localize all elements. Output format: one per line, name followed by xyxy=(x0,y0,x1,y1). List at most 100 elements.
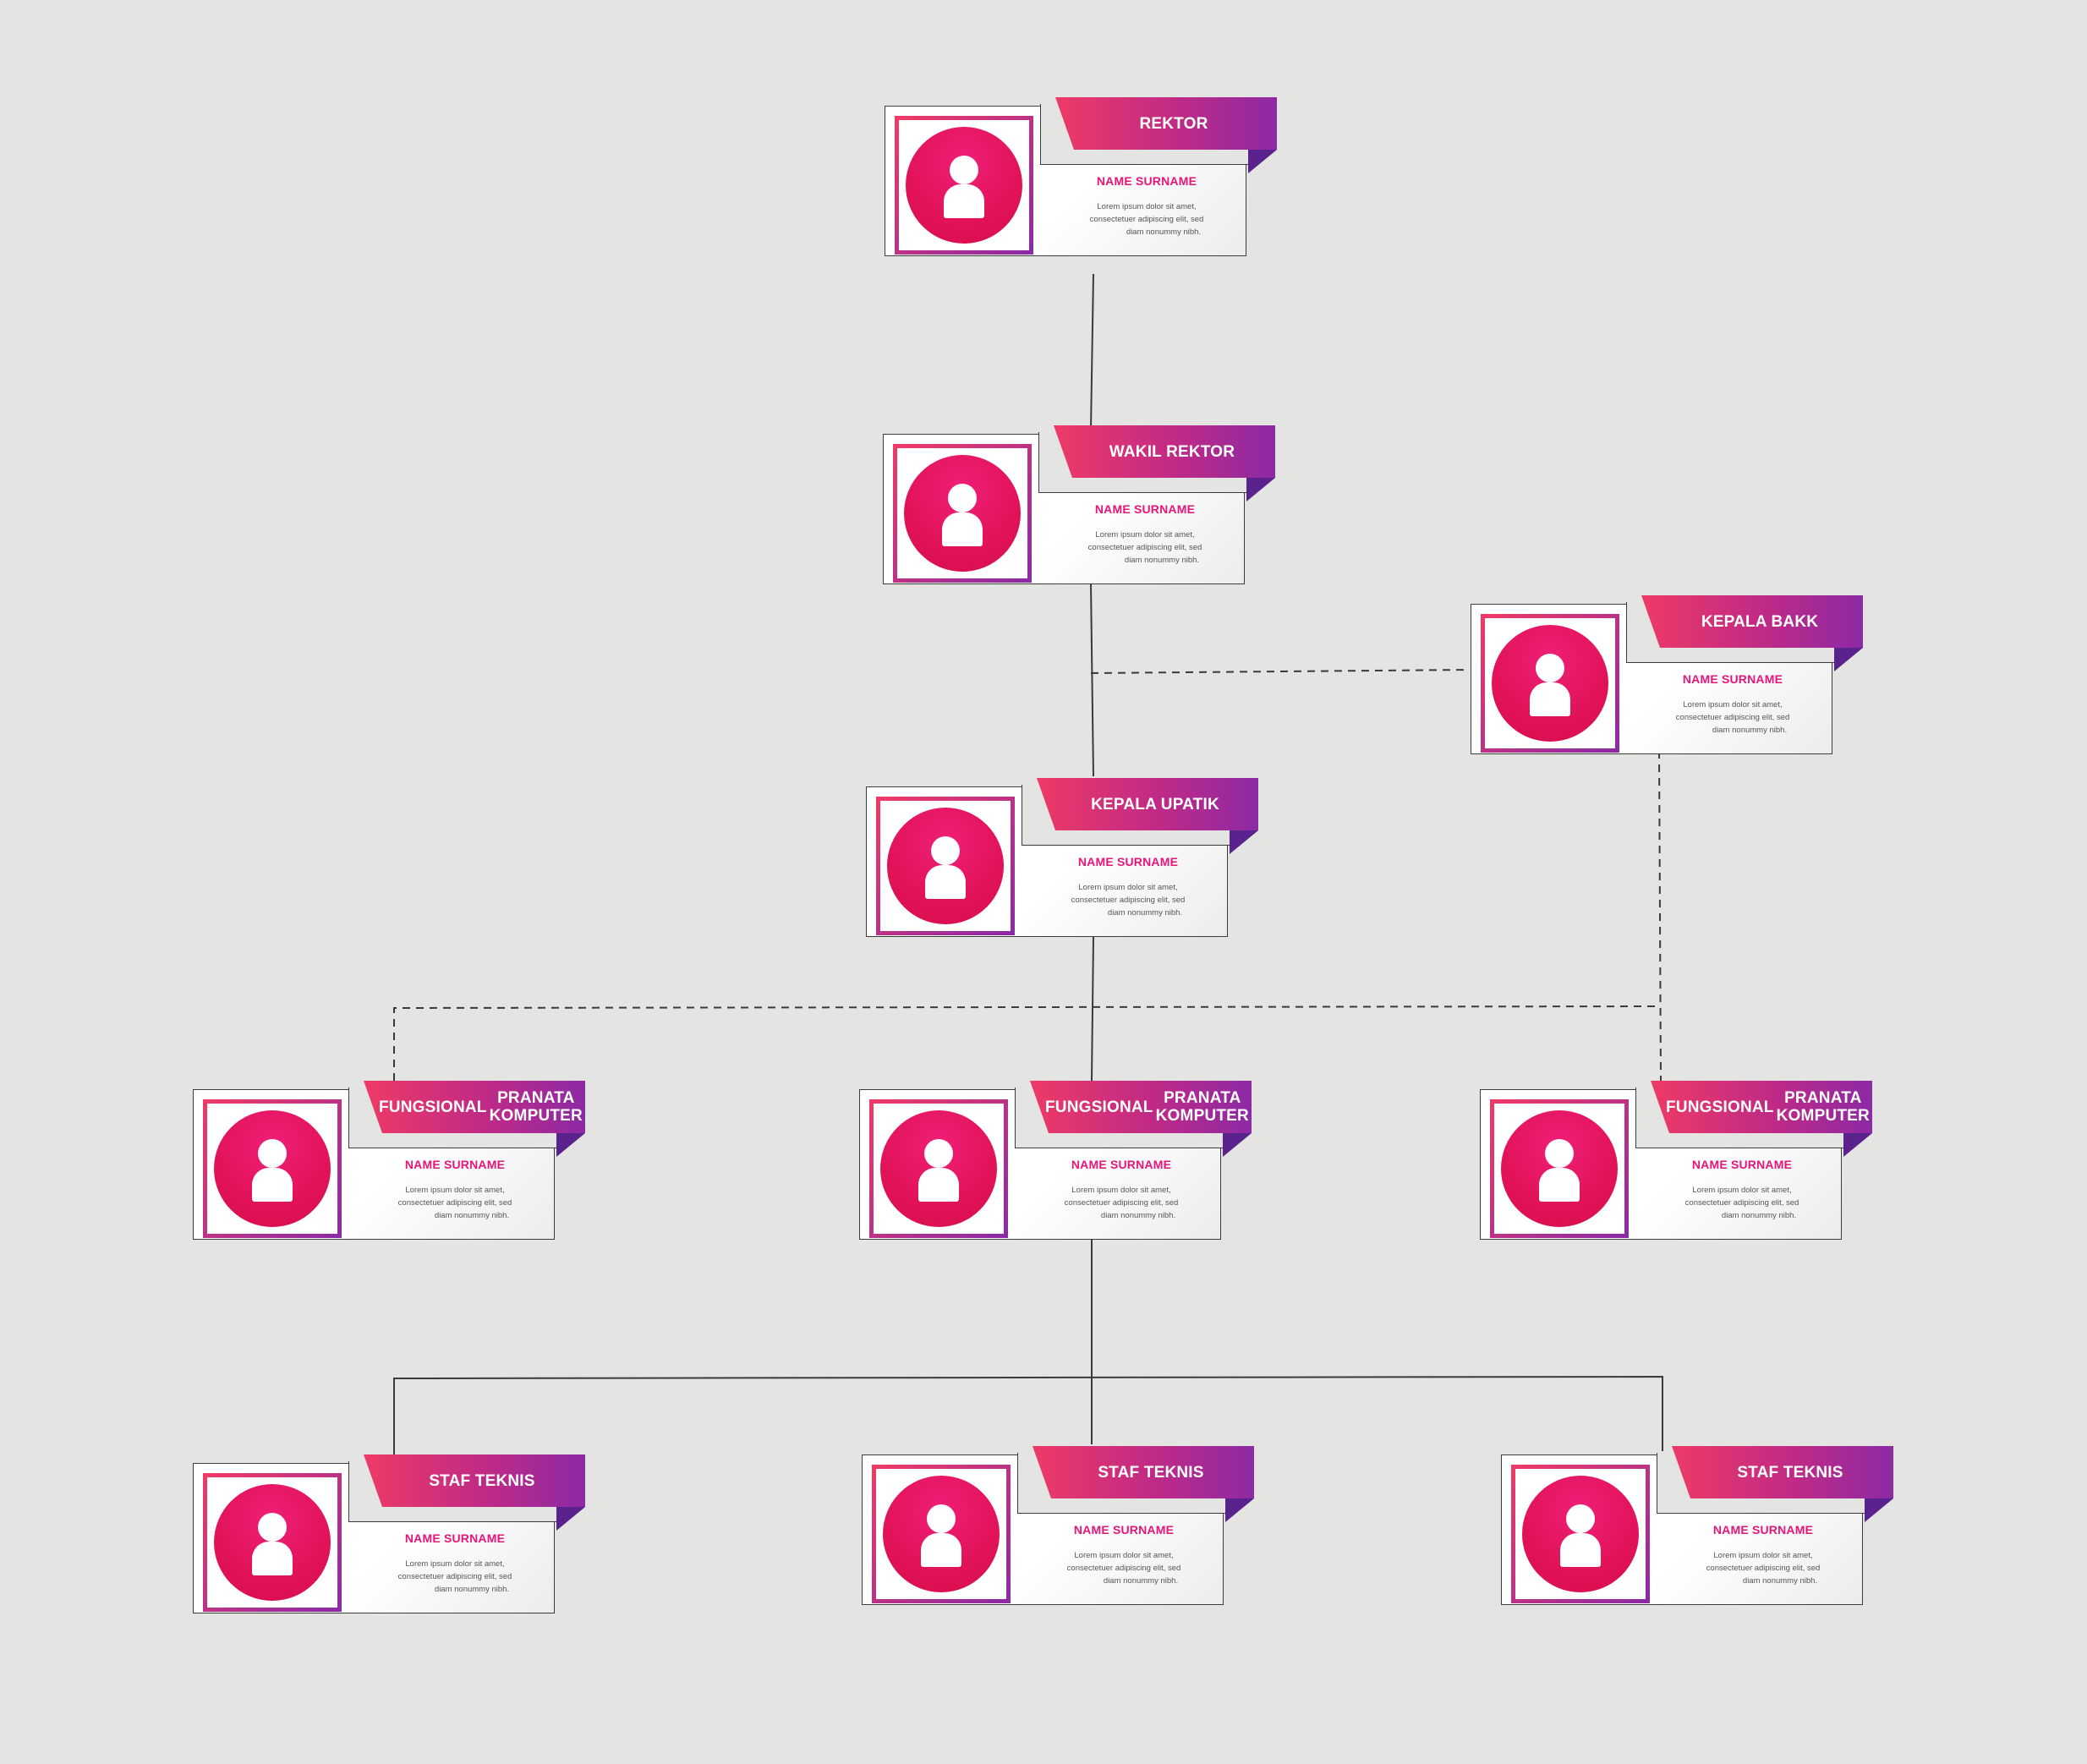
person-icon xyxy=(880,1110,997,1227)
person-icon xyxy=(214,1484,331,1601)
person-description: Lorem ipsum dolor sit amet, consectetuer… xyxy=(1631,698,1834,737)
person-description: Lorem ipsum dolor sit amet, consectetuer… xyxy=(1044,529,1246,567)
position-title-line: PRANATA KOMPUTER xyxy=(1776,1089,1870,1125)
person-description: Lorem ipsum dolor sit amet, consectetuer… xyxy=(353,1558,556,1596)
description-line: Lorem ipsum dolor sit amet, xyxy=(405,1186,505,1195)
person-description: Lorem ipsum dolor sit amet, consectetuer… xyxy=(1020,1184,1223,1222)
position-title-line: WAKIL REKTOR xyxy=(1109,442,1235,461)
person-icon xyxy=(1501,1110,1618,1227)
photo-frame xyxy=(1490,1099,1629,1238)
position-title-line: FUNGSIONAL xyxy=(1666,1098,1774,1116)
person-icon xyxy=(887,808,1004,924)
person-description: Lorem ipsum dolor sit amet, consectetuer… xyxy=(1662,1549,1865,1587)
description-line: diam nonummy nibh. xyxy=(1742,1576,1818,1586)
position-title-line: KEPALA BAKK xyxy=(1701,612,1819,631)
description-line: consectetuer adipiscing elit, sed xyxy=(1706,1564,1821,1573)
person-description: Lorem ipsum dolor sit amet, consectetuer… xyxy=(1045,200,1248,238)
position-title-line: REKTOR xyxy=(1139,114,1208,133)
line-upatik-fungsional xyxy=(1091,936,1094,1082)
description-line: consectetuer adipiscing elit, sed xyxy=(397,1572,512,1581)
person-name: NAME SURNAME xyxy=(404,1158,506,1171)
person-icon xyxy=(904,455,1021,572)
position-title: WAKIL REKTOR xyxy=(1054,425,1275,478)
person-name: NAME SURNAME xyxy=(1712,1523,1814,1537)
description-line: Lorem ipsum dolor sit amet, xyxy=(1713,1551,1813,1560)
position-title-line: STAF TEKNIS xyxy=(1737,1463,1843,1482)
dashed-bakk-down xyxy=(1658,750,1662,1082)
person-name: NAME SURNAME xyxy=(1077,855,1179,868)
description-line: Lorem ipsum dolor sit amet, xyxy=(1097,202,1197,211)
photo-frame xyxy=(872,1465,1011,1603)
description-line: Lorem ipsum dolor sit amet, xyxy=(1078,883,1178,892)
person-name: NAME SURNAME xyxy=(1691,1158,1793,1171)
photo-frame xyxy=(203,1099,342,1238)
description-line: Lorem ipsum dolor sit amet, xyxy=(1683,700,1783,709)
description-line: consectetuer adipiscing elit, sed xyxy=(1066,1564,1181,1573)
position-title-line: PRANATA KOMPUTER xyxy=(489,1089,583,1125)
description-line: diam nonummy nibh. xyxy=(1712,726,1788,735)
description-line: Lorem ipsum dolor sit amet, xyxy=(1071,1186,1171,1195)
photo-frame xyxy=(876,797,1015,935)
photo-frame xyxy=(203,1473,342,1612)
person-name: NAME SURNAME xyxy=(1096,174,1197,188)
description-line: Lorem ipsum dolor sit amet, xyxy=(1074,1551,1174,1560)
description-line: consectetuer adipiscing elit, sed xyxy=(1087,543,1202,552)
position-title-line: KEPALA UPATIK xyxy=(1091,795,1219,814)
position-title-line: FUNGSIONAL xyxy=(1045,1098,1153,1116)
position-title: STAF TEKNIS xyxy=(1033,1446,1254,1498)
photo-frame xyxy=(893,444,1032,583)
photo-frame xyxy=(1511,1465,1650,1603)
position-title: KEPALA UPATIK xyxy=(1037,778,1258,830)
description-line: consectetuer adipiscing elit, sed xyxy=(1064,1198,1179,1208)
person-description: Lorem ipsum dolor sit amet, consectetuer… xyxy=(353,1184,556,1222)
line-wakil-upatik xyxy=(1090,583,1094,777)
description-line: Lorem ipsum dolor sit amet, xyxy=(1692,1186,1792,1195)
line-rektor-wakil xyxy=(1090,273,1094,430)
description-line: consectetuer adipiscing elit, sed xyxy=(397,1198,512,1208)
person-icon xyxy=(1492,625,1608,742)
position-title-line: STAF TEKNIS xyxy=(1098,1463,1204,1482)
person-description: Lorem ipsum dolor sit amet, consectetuer… xyxy=(1022,1549,1225,1587)
dashed-wakil-bakk xyxy=(1090,669,1471,674)
description-line: consectetuer adipiscing elit, sed xyxy=(1089,215,1204,224)
description-line: diam nonummy nibh. xyxy=(434,1585,510,1594)
photo-frame xyxy=(1481,614,1619,753)
description-line: diam nonummy nibh. xyxy=(1721,1211,1797,1220)
description-line: consectetuer adipiscing elit, sed xyxy=(1675,713,1790,722)
person-description: Lorem ipsum dolor sit amet, consectetuer… xyxy=(1027,881,1230,919)
description-line: diam nonummy nibh. xyxy=(1124,556,1200,565)
person-description: Lorem ipsum dolor sit amet, consectetuer… xyxy=(1641,1184,1843,1222)
description-line: consectetuer adipiscing elit, sed xyxy=(1071,896,1186,905)
person-name: NAME SURNAME xyxy=(1071,1158,1172,1171)
person-icon xyxy=(1522,1476,1639,1592)
person-name: NAME SURNAME xyxy=(1094,502,1196,516)
description-line: consectetuer adipiscing elit, sed xyxy=(1684,1198,1799,1208)
photo-frame xyxy=(869,1099,1008,1238)
description-line: diam nonummy nibh. xyxy=(1103,1576,1179,1586)
person-icon xyxy=(906,127,1022,244)
person-name: NAME SURNAME xyxy=(404,1531,506,1545)
position-title: REKTOR xyxy=(1055,97,1277,150)
description-line: diam nonummy nibh. xyxy=(434,1211,510,1220)
position-title: KEPALA BAKK xyxy=(1641,595,1863,648)
position-title: STAF TEKNIS xyxy=(364,1454,585,1507)
position-title-line: FUNGSIONAL xyxy=(379,1098,487,1116)
description-line: diam nonummy nibh. xyxy=(1107,908,1183,918)
dashed-fungsional-branch xyxy=(393,1005,1662,1081)
position-title: STAF TEKNIS xyxy=(1672,1446,1893,1498)
position-title-line: PRANATA KOMPUTER xyxy=(1155,1089,1249,1125)
photo-frame xyxy=(895,116,1033,255)
description-line: diam nonummy nibh. xyxy=(1126,227,1202,237)
position-title-line: STAF TEKNIS xyxy=(429,1471,535,1490)
person-icon xyxy=(883,1476,1000,1592)
person-name: NAME SURNAME xyxy=(1073,1523,1175,1537)
person-icon xyxy=(214,1110,331,1227)
person-name: NAME SURNAME xyxy=(1682,672,1783,686)
description-line: diam nonummy nibh. xyxy=(1100,1211,1176,1220)
description-line: Lorem ipsum dolor sit amet, xyxy=(405,1559,505,1569)
description-line: Lorem ipsum dolor sit amet, xyxy=(1095,530,1195,540)
